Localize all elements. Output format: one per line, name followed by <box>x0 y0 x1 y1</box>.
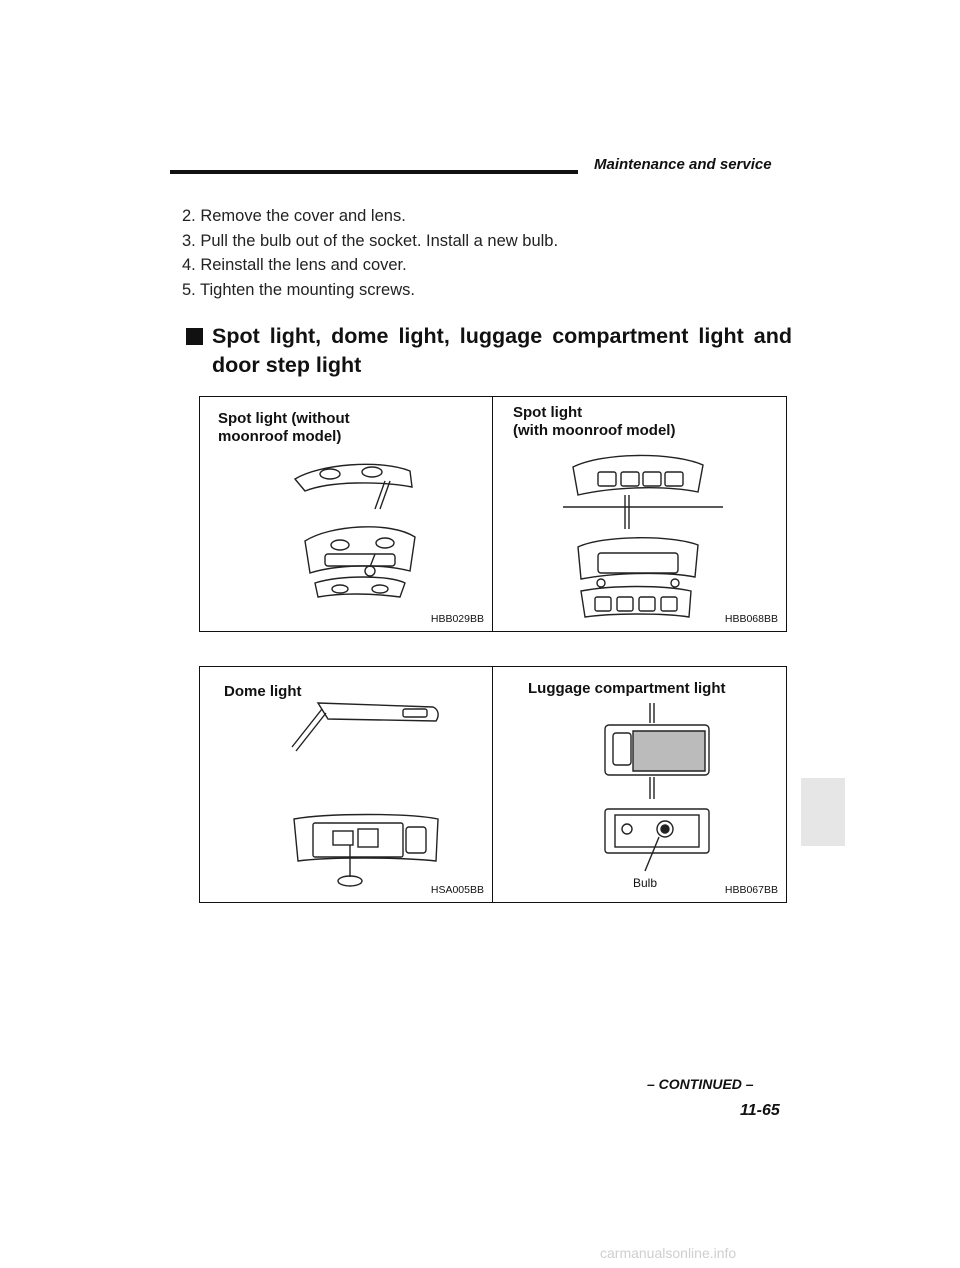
panel-spot-light-without-moonroof: Spot light (without moonroof model) HBB0… <box>200 397 493 631</box>
step-item: 4. Reinstall the lens and cover. <box>182 256 407 274</box>
step-item: 2. Remove the cover and lens. <box>182 207 406 225</box>
figure-code-label: HBB068BB <box>724 613 778 625</box>
steps-list: 2. Remove the cover and lens. 3. Pull th… <box>182 204 558 302</box>
dome-light-illustration <box>291 702 439 887</box>
figure-spot-lights: Spot light (without moonroof model) HBB0… <box>199 396 787 632</box>
figure-code-label: HBB029BB <box>430 613 484 625</box>
spot-light-without-moonroof-illustration <box>293 463 416 598</box>
header-rule <box>170 170 578 174</box>
figure-code-label: HSA005BB <box>430 884 484 896</box>
panel-dome-light: Dome light HSA005BB <box>200 667 493 902</box>
chapter-tab <box>801 778 845 846</box>
page-number: 11-65 <box>740 1102 780 1119</box>
watermark: carmanualsonline.info <box>600 1245 737 1261</box>
panel-title: Luggage compartment light <box>528 680 726 697</box>
section-bullet-icon <box>186 328 203 345</box>
section-heading-text: Spot light, dome light, luggage compartm… <box>212 324 792 377</box>
spot-light-with-moonroof-illustration <box>563 454 723 618</box>
bulb-label: Bulb <box>633 876 658 890</box>
figure-code-label: HBB067BB <box>724 884 778 896</box>
figure-dome-and-luggage-lights: Dome light HSA005BB Luggage compartment … <box>199 666 787 903</box>
section-heading: Spot light, dome light, luggage compartm… <box>186 322 792 380</box>
panel-spot-light-with-moonroof: Spot light (with moonroof model) <box>493 397 786 631</box>
panel-title: Spot light (with moonroof model) <box>513 404 676 439</box>
continued-label: – CONTINUED – <box>647 1076 754 1092</box>
panel-title: Spot light (without moonroof model) <box>218 410 350 445</box>
luggage-compartment-light-illustration <box>604 703 710 872</box>
panel-title: Dome light <box>224 683 302 700</box>
step-item: 3. Pull the bulb out of the socket. Inst… <box>182 231 559 250</box>
step-item: 5. Tighten the mounting screws. <box>182 280 415 299</box>
panel-luggage-compartment-light: Luggage compartment light Bulb HBB067BB <box>493 667 786 902</box>
header-title: Maintenance and service <box>594 156 772 173</box>
